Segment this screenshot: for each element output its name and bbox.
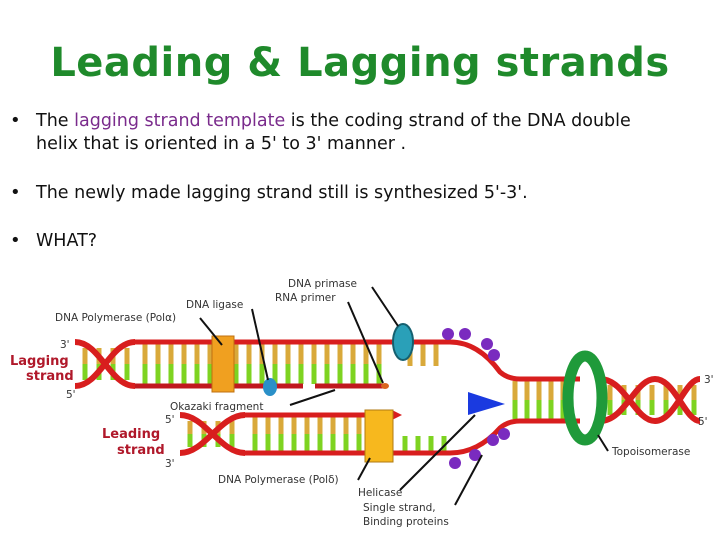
ssb-proteins [442, 328, 510, 469]
bullet-marker: • [10, 110, 21, 131]
bullet-1: The lagging strand template is the codin… [36, 110, 631, 156]
bullet-1-post: is the coding strand of the DNA double [285, 111, 631, 131]
label-lag-3: 3' [60, 339, 70, 351]
label-lead-3: 3' [165, 458, 175, 470]
label-dna-primase: DNA primase [288, 278, 357, 290]
lagging-helix [74, 339, 136, 389]
label-ssb-1: Single strand, [363, 502, 436, 514]
label-leading-strand: strand [117, 443, 165, 458]
bullet-1-line2: helix that is oriented in a 5' to 3' man… [36, 134, 407, 154]
bullet-3: WHAT? [36, 231, 98, 251]
leading-template-backbone [245, 418, 580, 456]
bullet-1-highlight: lagging strand template [74, 111, 286, 131]
label-pol-alpha: DNA Polymerase (Polα) [55, 312, 176, 324]
rna-primer [381, 383, 389, 389]
topoisomerase [562, 350, 608, 446]
label-okazaki: Okazaki fragment [170, 401, 263, 413]
parental-helix [599, 375, 701, 425]
label-right-5: 5' [698, 416, 708, 428]
bullet-marker: • [10, 182, 21, 203]
leading-helix [179, 412, 246, 456]
label-lagging: Lagging [10, 354, 69, 369]
dna-ligase [263, 378, 277, 396]
bullet-1-pre: The [36, 111, 75, 131]
synthesis-arrow [392, 410, 402, 420]
dna-polymerase-delta [364, 409, 394, 463]
bullet-2: The newly made lagging strand still is s… [36, 183, 528, 203]
bullet-marker: • [10, 230, 21, 251]
dna-primase [392, 323, 414, 361]
slide-title: Leading & Lagging strands [50, 40, 670, 86]
label-lagging-strand: strand [26, 369, 74, 384]
helicase [468, 392, 505, 415]
lagging-template-backbone [135, 339, 580, 382]
label-pol-delta: DNA Polymerase (Polδ) [218, 474, 339, 486]
label-rna-primer: RNA primer [275, 292, 336, 304]
label-right-3: 3' [704, 374, 714, 386]
label-ssb-2: Binding proteins [363, 516, 449, 528]
dna-polymerase-alpha [211, 335, 235, 393]
label-dna-ligase: DNA ligase [186, 299, 243, 311]
label-pointers [199, 286, 609, 506]
label-helicase: Helicase [358, 487, 402, 499]
label-leading: Leading [102, 427, 160, 442]
label-lead-5: 5' [165, 414, 175, 426]
label-topoisomerase: Topoisomerase [611, 446, 690, 458]
label-lag-5: 5' [66, 389, 76, 401]
